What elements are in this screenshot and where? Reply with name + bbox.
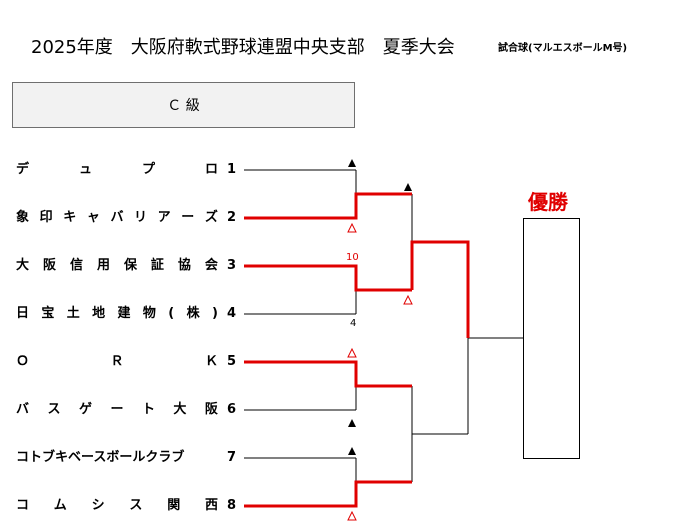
team-name: 大阪信用保証協会: [16, 256, 226, 276]
team-name-char: 用: [96, 258, 110, 273]
team-number: 8: [226, 498, 236, 513]
team-name: 日宝土地建物 ( 株): [16, 304, 226, 324]
team-name-char: Ｏ: [16, 354, 30, 369]
team-number: 4: [226, 306, 236, 321]
team-name-char: 株: [186, 306, 200, 321]
triangle-filled-1: [348, 159, 356, 167]
team-name-char: ): [211, 306, 218, 321]
team-number: 5: [226, 354, 236, 369]
team-name-char: 地: [92, 306, 106, 321]
team-name-char: 建: [117, 306, 131, 321]
triangle-open-2: [403, 294, 413, 305]
team-name-char: ー: [110, 402, 124, 417]
class-label-box: Ｃ 級: [12, 82, 355, 128]
ball-info: 試合球(マルエスボールM号): [498, 43, 628, 54]
team-name-char: バ: [16, 402, 30, 417]
team-name-char: バ: [110, 210, 124, 225]
team-name-char: ズ: [204, 210, 218, 225]
team-name-char: ス: [129, 498, 143, 513]
team-name-char: 関: [167, 498, 181, 513]
team-name-char: ア: [157, 210, 171, 225]
team-name-char: 日: [16, 306, 30, 321]
team-name-char: ャ: [86, 210, 100, 225]
team2-win-path: [244, 192, 412, 220]
team-name-char: 大: [173, 402, 187, 417]
team-name-char: Ｒ: [110, 354, 124, 369]
winner-label: 優勝: [528, 190, 568, 214]
triangle-filled-4: [348, 447, 356, 455]
team-number: 7: [226, 450, 236, 465]
team-name-char: Ｋ: [204, 354, 218, 369]
team-name-char: 阪: [42, 258, 56, 273]
team8-win-path: [244, 480, 412, 508]
team-name-char: シ: [91, 498, 105, 513]
team-name-char: 協: [177, 258, 191, 273]
team-name: バスゲート大阪: [16, 400, 226, 420]
champion-box: [523, 218, 580, 459]
team-number: 1: [226, 162, 236, 177]
team-name-char: 会: [204, 258, 218, 273]
team-name-char: (: [168, 306, 175, 321]
team-name-char: 大: [16, 258, 30, 273]
page-title: 2025年度 大阪府軟式野球連盟中央支部 夏季大会: [31, 37, 455, 58]
team-name-char: 保: [123, 258, 137, 273]
semi1-win-path: [410, 240, 470, 338]
team-name-char: デ: [16, 162, 30, 177]
team-name: コムシス関西: [16, 496, 226, 516]
score-match2-top: 10: [346, 252, 359, 263]
team-name-char: 物: [142, 306, 156, 321]
triangle-open-1: [347, 222, 357, 233]
team-name-char: 象: [16, 210, 30, 225]
team-name-char: 宝: [41, 306, 55, 321]
triangle-filled-2: [404, 183, 412, 191]
team-name: デュプロ: [16, 160, 226, 180]
team-name-char: ー: [181, 210, 195, 225]
team-row: コトブキベースボールクラブ 7: [16, 448, 236, 468]
team-name-char: 土: [66, 306, 80, 321]
team-number: 2: [226, 210, 236, 225]
team-name-char: ゲ: [78, 402, 92, 417]
team-number: 6: [226, 402, 236, 417]
team-name-char: キ: [63, 210, 77, 225]
team-name-char: ム: [53, 498, 67, 513]
team-row: 日宝土地建物 ( 株) 4: [16, 304, 236, 324]
team-name-char: コトブキベースボールクラブ: [16, 450, 185, 465]
team-name-char: 阪: [204, 402, 218, 417]
team-name-char: 信: [69, 258, 83, 273]
triangle-open-3: [347, 347, 357, 358]
team-name: 象印キャバリアーズ: [16, 208, 226, 228]
team-name-char: ス: [47, 402, 61, 417]
team-number: 3: [226, 258, 236, 273]
team-name-char: ュ: [78, 162, 92, 177]
team-name-char: 証: [150, 258, 164, 273]
team3-win-path: [244, 264, 412, 292]
team-name-char: リ: [134, 210, 148, 225]
team-name: コトブキベースボールクラブ: [16, 448, 226, 468]
team-name-char: プ: [141, 162, 155, 177]
team-name-char: 西: [204, 498, 218, 513]
triangle-open-4: [347, 510, 357, 521]
score-match2-bottom: 4: [350, 318, 357, 329]
team-name-char: ロ: [204, 162, 218, 177]
triangle-filled-3: [348, 419, 356, 427]
team-name-char: 印: [39, 210, 53, 225]
team-name-char: コ: [16, 498, 30, 513]
team-name-char: ト: [141, 402, 155, 417]
class-label: Ｃ 級: [167, 98, 200, 114]
team5-win-path: [244, 360, 412, 388]
